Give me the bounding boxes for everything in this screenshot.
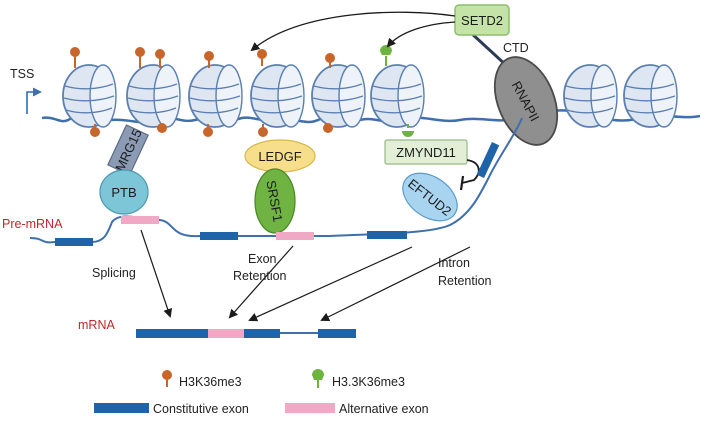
mrg15-box: MRG15 xyxy=(107,124,149,176)
zmynd11-box: ZMYND11 xyxy=(384,139,468,165)
nucleosome xyxy=(250,64,305,128)
constitutive-exon-bar xyxy=(136,329,172,338)
constitutive-exon-bar xyxy=(476,141,500,179)
arrow-icon xyxy=(248,246,413,322)
constitutive-exon-bar xyxy=(172,329,208,338)
legend-constitutive-exon-label: Constitutive exon xyxy=(153,402,249,416)
h33k36me3-mark-icon xyxy=(402,124,414,137)
intron-retention-label-line2: Retention xyxy=(438,274,492,288)
intron-retention-label-line1: Intron xyxy=(438,256,470,270)
tss-label: TSS xyxy=(10,67,34,81)
arrow-icon xyxy=(140,229,173,318)
legend: H3K36me3 H3.3K36me3 Constitutive exon Al… xyxy=(94,369,429,416)
ptb-ellipse: PTB xyxy=(99,169,149,215)
arrow-icon xyxy=(228,245,294,319)
setd2-label: SETD2 xyxy=(461,13,503,28)
pre-mrna-strand xyxy=(29,117,523,244)
h3k36me3-mark-icon xyxy=(70,47,80,68)
h3k36me3-mark-icon xyxy=(135,47,145,68)
h3k36me3-mark-icon xyxy=(155,49,165,68)
ctd-label: CTD xyxy=(503,41,529,55)
srsf1-ellipse: SRSF1 xyxy=(254,168,296,234)
legend-h3k36me3-label: H3K36me3 xyxy=(179,375,242,389)
constitutive-exon-bar xyxy=(367,231,407,239)
ptb-label: PTB xyxy=(111,185,136,200)
constitutive-exon-bar xyxy=(244,329,280,338)
h3k36me3-mark-icon xyxy=(257,49,267,66)
alternative-exon-bar xyxy=(121,216,159,224)
legend-h33k36me3-label: H3.3K36me3 xyxy=(332,375,405,389)
arrow-icon xyxy=(320,246,471,321)
pre-mrna-label: Pre-mRNA xyxy=(2,217,63,231)
legend-h33k36me3-icon xyxy=(312,369,324,388)
legend-h3k36me3-icon xyxy=(162,370,172,387)
exon-retention-label-line1: Exon xyxy=(248,252,277,266)
arrow-icon xyxy=(250,11,456,52)
ledgf-ellipse: LEDGF xyxy=(244,139,316,173)
eftud2-ellipse: EFTUD2 xyxy=(402,172,458,222)
h3k36me3-mark-icon xyxy=(157,123,167,133)
inhibition-icon xyxy=(459,159,480,191)
exon-retention-label-line2: Retention xyxy=(233,269,287,283)
nucleosome xyxy=(62,64,117,128)
nucleosome xyxy=(370,64,425,128)
h3k36me3-mark-icon xyxy=(203,124,213,137)
setd2-box: SETD2 xyxy=(454,4,510,36)
nucleosome xyxy=(188,64,243,128)
srsf1-label: SRSF1 xyxy=(263,179,285,223)
constitutive-exon-bar xyxy=(200,232,238,240)
h3k36me3-mark-icon xyxy=(258,124,268,137)
h3k36me3-mark-icon xyxy=(90,124,100,137)
h33k36me3-mark-icon xyxy=(380,45,392,66)
h3k36me3-mark-icon xyxy=(325,53,335,68)
arrow-icon xyxy=(386,21,456,48)
nucleosome xyxy=(623,64,678,128)
constitutive-exon-bar xyxy=(55,238,93,246)
splicing-label: Splicing xyxy=(92,266,136,280)
nucleosome xyxy=(311,64,366,128)
tss-arrow-icon xyxy=(26,87,42,114)
alternative-exon-bar xyxy=(276,232,314,240)
mrna-label: mRNA xyxy=(78,318,115,332)
constitutive-exon-bar xyxy=(318,329,356,338)
nucleosome xyxy=(563,64,618,128)
ledgf-label: LEDGF xyxy=(258,149,301,164)
legend-alternative-exon-label: Alternative exon xyxy=(339,402,429,416)
zmynd11-label: ZMYND11 xyxy=(396,145,456,160)
alternative-exon-bar xyxy=(208,329,244,338)
nucleosome xyxy=(126,64,181,128)
rnapii-ellipse: RNAPII xyxy=(493,56,559,146)
h3k36me3-mark-icon xyxy=(204,51,214,68)
h3k36me3-mark-icon xyxy=(323,123,333,133)
legend-alternative-exon-swatch xyxy=(285,403,335,413)
legend-constitutive-exon-swatch xyxy=(94,403,149,413)
